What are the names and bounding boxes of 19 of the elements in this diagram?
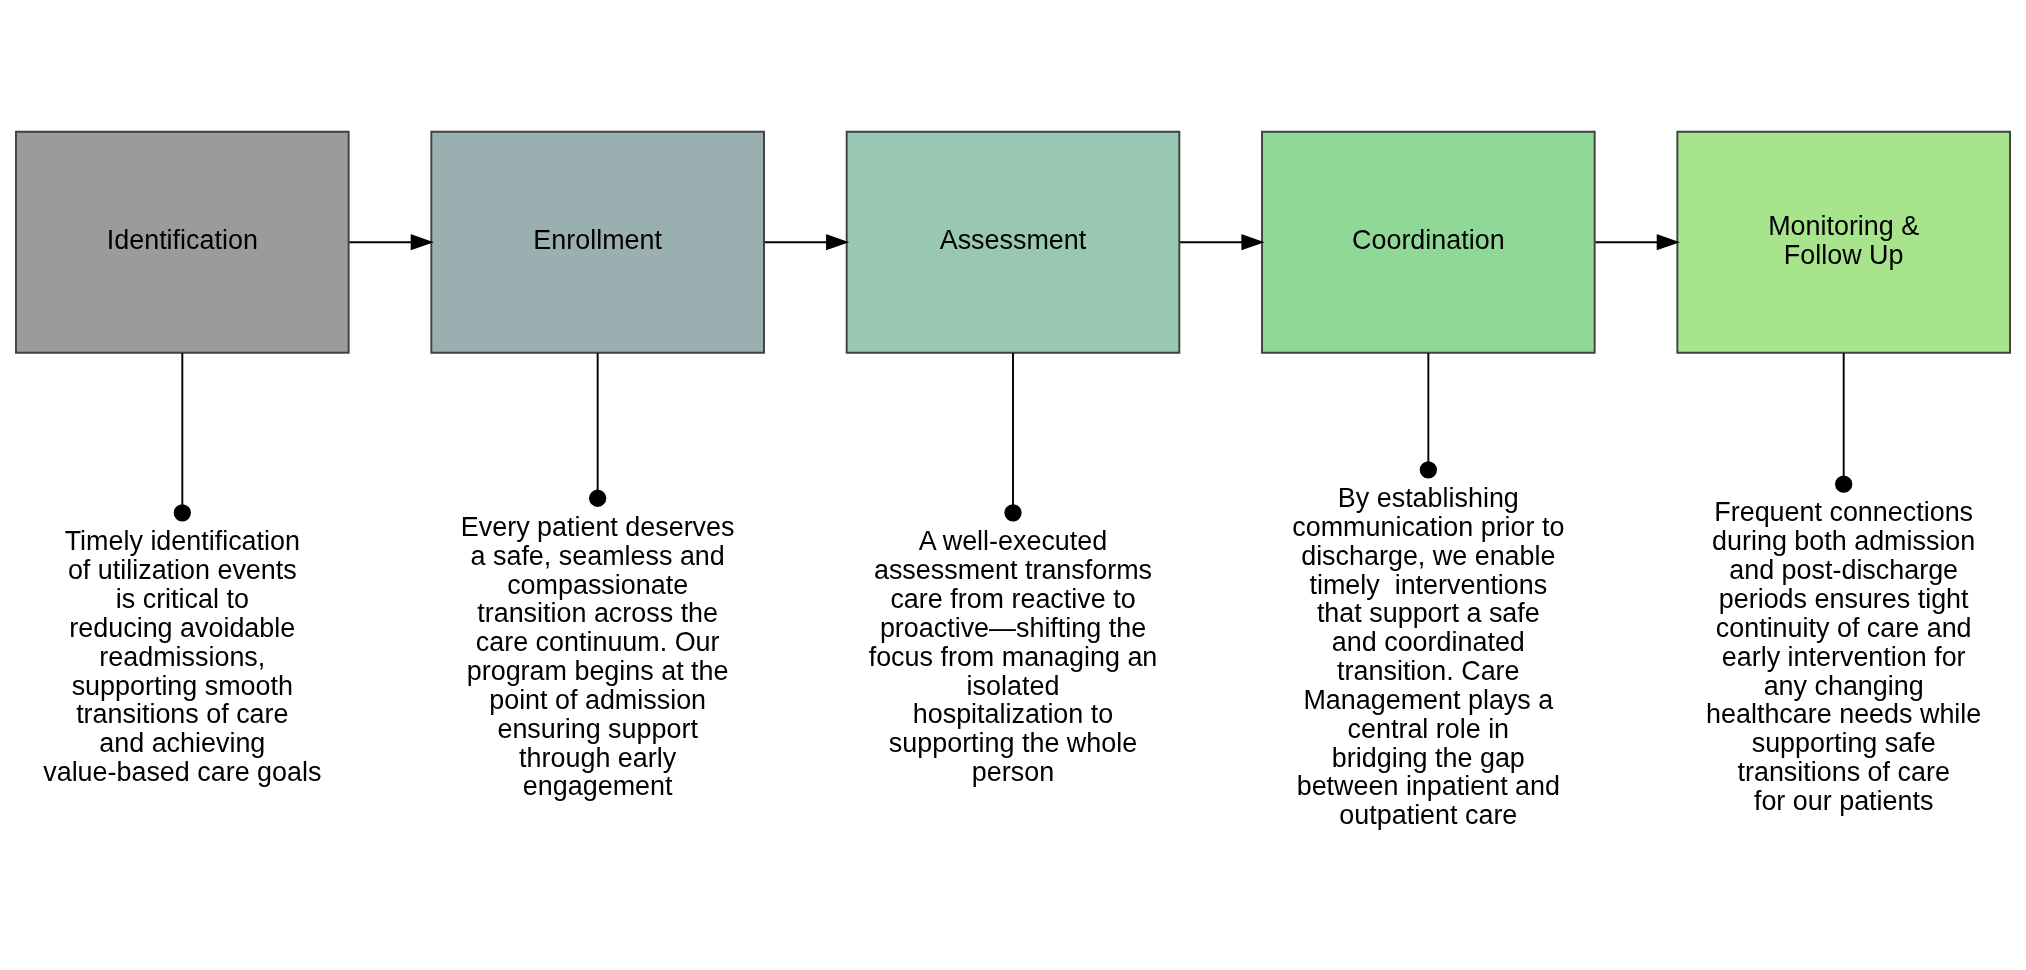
node-text: Timely identification of utilization events is critical to reducing avoidable readmissions, supporting smooth transitions of care and achieving value-based care goals (43, 525, 322, 787)
node-box: Enrollment (430, 130, 765, 354)
connector (173, 351, 191, 521)
node-text: A well-executed assessment transforms care from reactive to proactive—shifting the focus from managing an isolated hospitalization to supporting the whole person (868, 525, 1158, 787)
arrow (763, 233, 850, 250)
node-box: Identification (15, 130, 350, 354)
node-text: Frequent connections during both admission and post-discharge periods ensures tight continuity of care and early intervention for any changing healthcare needs while supporting safe transitions of care for our patients (1706, 496, 1982, 816)
node-text: By establishing communication prior to discharge, we enable timely interventions that support a safe and coordinated transition. Care Management plays a central role in bridging the gap between inpatient and outpatient care (1292, 482, 1565, 830)
arrow (348, 233, 434, 250)
connector (589, 351, 607, 507)
connector (1835, 351, 1853, 493)
node-box: Coordination (1261, 130, 1596, 354)
connector (1419, 351, 1437, 479)
node-box: Monitoring & Follow Up (1676, 130, 2011, 354)
arrow (1179, 233, 1265, 250)
node-box: Assessment (845, 130, 1181, 354)
connector (1004, 351, 1022, 521)
arrow (1594, 233, 1680, 250)
node-text: Every patient deserves a safe, seamless and compassionate transition across the care continuum. Our program begins at the point of admission ensuring support through early engagement (460, 511, 735, 801)
